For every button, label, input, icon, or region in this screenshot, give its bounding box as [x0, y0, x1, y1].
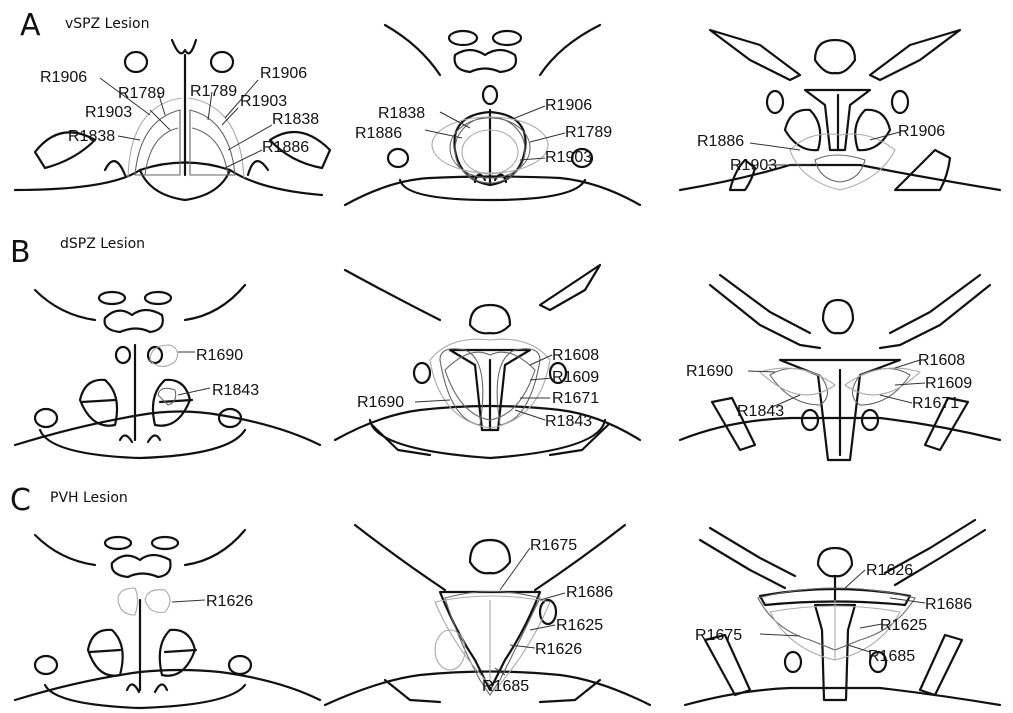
row-letter-a: A [20, 8, 41, 43]
lesion-label: R1906 [545, 97, 592, 114]
lesion-label: R1838 [68, 128, 115, 145]
row-title-c: PVH Lesion [50, 490, 128, 506]
lesion-label: R1843 [212, 382, 259, 399]
lesion-label: R1608 [552, 347, 599, 364]
lesion-label: R1671 [552, 390, 599, 407]
lesion-label: R1903 [240, 93, 287, 110]
lesion-label: R1903 [545, 149, 592, 166]
panel-c3: R1626 R1686 R1675 R1625 R1685 [685, 520, 1000, 705]
lesion-label: R1906 [40, 69, 87, 86]
lesion-label: R1675 [530, 537, 577, 554]
lesion-label: R1789 [118, 85, 165, 102]
lesion-label: R1675 [695, 627, 742, 644]
lesion-label: R1886 [262, 139, 309, 156]
lesion-label: R1690 [196, 347, 243, 364]
lesion-label: R1838 [272, 111, 319, 128]
lesion-label: R1838 [378, 105, 425, 122]
lesion-label: R1626 [535, 641, 582, 658]
row-letter-c: C [10, 483, 31, 518]
lesion-label: R1608 [918, 352, 965, 369]
lesion-label: R1886 [697, 133, 744, 150]
lesion-label: R1671 [912, 395, 959, 412]
panel-c1: R1626 [15, 530, 320, 708]
lesion-label: R1843 [545, 413, 592, 430]
lesion-label: R1626 [206, 593, 253, 610]
lesion-label: R1903 [730, 157, 777, 174]
lesion-label: R1625 [880, 617, 927, 634]
lesion-label: R1609 [552, 369, 599, 386]
row-title-a: vSPZ Lesion [65, 16, 149, 32]
panel-a1: R1906 R1789 R1903 R1838 R1789 R1906 R190… [15, 40, 330, 200]
panel-c2: R1675 R1686 R1625 R1626 R1685 [325, 525, 650, 705]
lesion-label: R1906 [898, 123, 945, 140]
lesion-label: R1686 [925, 596, 972, 613]
lesion-label: R1789 [565, 124, 612, 141]
lesion-label: R1903 [85, 104, 132, 121]
lesion-label: R1906 [260, 65, 307, 82]
lesion-label: R1626 [866, 562, 913, 579]
lesion-label: R1690 [357, 394, 404, 411]
lesion-label: R1843 [737, 403, 784, 420]
row-letter-b: B [10, 235, 31, 270]
lesion-label: R1686 [566, 584, 613, 601]
lesion-label: R1789 [190, 83, 237, 100]
panel-b2: R1608 R1609 R1690 R1671 R1843 [335, 265, 640, 458]
lesion-label: R1609 [925, 375, 972, 392]
panel-a3: R1886 R1903 R1906 [680, 30, 1000, 190]
row-a: A vSPZ Lesion [15, 8, 1000, 205]
row-title-b: dSPZ Lesion [60, 236, 145, 252]
lesion-label: R1625 [556, 617, 603, 634]
panel-b1: R1690 R1843 [15, 285, 320, 458]
lesion-label: R1886 [355, 125, 402, 142]
panel-b3: R1690 R1608 R1609 R1843 R1671 [680, 275, 1000, 460]
lesion-label: R1685 [868, 648, 915, 665]
lesion-label: R1690 [686, 363, 733, 380]
row-c: C PVH Lesion R1626 [10, 483, 1000, 708]
panel-a2: R1838 R1886 R1906 R1789 R1903 [345, 25, 640, 205]
row-b: B dSPZ Lesion R1690 [10, 235, 1000, 460]
lesion-label: R1685 [482, 678, 529, 695]
